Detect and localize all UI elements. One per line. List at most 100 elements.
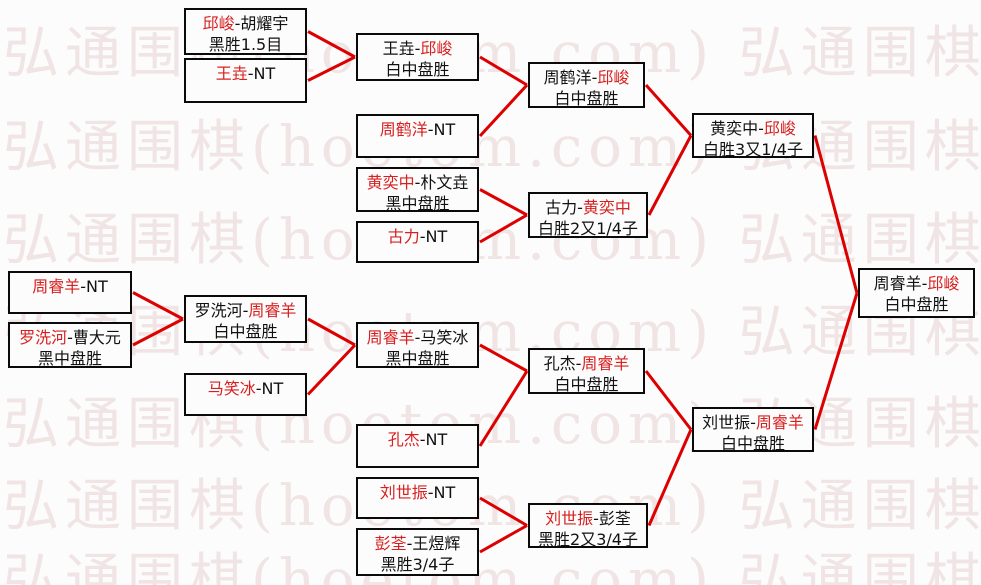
player-name: 黄奕中- (710, 119, 764, 138)
matchup-line: 周睿羊-NT (32, 276, 108, 297)
match-box-zhoury-maxiaobing: 周睿羊-马笑冰黑中盘胜 (356, 322, 479, 368)
player-name: -王煜辉 (406, 534, 461, 553)
matchup-line: 古力-黄奕中 (545, 197, 631, 218)
player-name: -NT (419, 430, 448, 449)
connector-line (647, 134, 693, 216)
matchup-line: 罗洗河-周睿羊 (195, 300, 297, 321)
player-name: -朴文垚 (414, 173, 469, 192)
connector-line (478, 83, 529, 138)
player-name: 周鹤洋- (543, 68, 598, 87)
winner-name: 黄奕中 (582, 198, 631, 217)
matchup-line: 刘世振-NT (380, 482, 456, 503)
player-name: -NT (80, 277, 108, 296)
player-name: -NT (427, 483, 456, 502)
matchup-line: 黄奕中-邱峻 (710, 118, 796, 139)
matchup-line: 黄奕中-朴文垚 (367, 172, 469, 193)
match-box-liusz-pengquan: 刘世振-彭荃黑胜2又3/4子 (528, 503, 648, 549)
connector-line (307, 30, 356, 59)
matchup-line: 彭荃-王煜辉 (375, 533, 461, 554)
player-name: 刘世振- (702, 413, 756, 432)
connector-line (647, 428, 693, 527)
connector-line (132, 317, 184, 347)
match-box-liushizhen-nt: 刘世振-NT (356, 477, 479, 519)
player-name: -马笑冰 (414, 328, 469, 347)
winner-name: 黄奕中 (366, 173, 415, 192)
winner-name: 周睿羊 (755, 413, 804, 432)
player-name: -NT (255, 379, 284, 398)
player-name: 孔杰- (543, 354, 582, 373)
matchup-line: 王垚-邱峻 (383, 38, 453, 59)
result-text: 黑中盘胜 (385, 349, 450, 368)
match-box-wangyao-qiujun: 王垚-邱峻白中盘胜 (356, 33, 479, 81)
winner-name: 邱峻 (420, 39, 453, 58)
connector-line (479, 188, 528, 217)
connector-line (307, 55, 356, 82)
winner-name: 周睿羊 (366, 328, 415, 347)
match-box-zhouheyang-nt: 周鹤洋-NT (356, 114, 479, 158)
result-text: 白中盘胜 (554, 375, 619, 394)
result-text: 白中盘胜 (720, 434, 785, 453)
player-name: -NT (427, 120, 456, 139)
connector-line (813, 292, 859, 430)
match-box-guli-huangyz: 古力-黄奕中白胜2又1/4子 (528, 192, 648, 238)
connector-line (813, 135, 859, 294)
connector-line (479, 213, 528, 244)
winner-name: 周睿羊 (581, 354, 630, 373)
matchup-line: 罗洗河-曹大元 (19, 327, 121, 348)
player-name: 王垚- (382, 39, 421, 58)
match-box-huangyz-qiujun: 黄奕中-邱峻白胜3又1/4子 (692, 113, 814, 159)
connector-line (132, 291, 184, 321)
winner-name: 邱峻 (927, 274, 960, 293)
matchup-line: 周鹤洋-邱峻 (544, 67, 630, 88)
match-box-maxiaobing-nt: 马笑冰-NT (184, 373, 307, 416)
winner-name: 王垚 (215, 64, 248, 83)
result-text: 黑胜2又3/4子 (538, 530, 638, 549)
match-box-final-zhoury-qiujun: 周睿羊-邱峻白中盘胜 (858, 268, 975, 318)
winner-name: 邱峻 (202, 14, 235, 33)
result-text: 白胜3又1/4子 (703, 140, 803, 159)
player-name: -胡耀宇 (234, 14, 289, 33)
result-text: 白胜2又1/4子 (538, 219, 638, 238)
winner-name: 孔杰 (387, 430, 420, 449)
matchup-line: 周鹤洋-NT (380, 119, 456, 140)
connector-line (644, 370, 693, 431)
player-name: -曹大元 (67, 328, 121, 347)
connector-line (306, 343, 357, 396)
match-box-guli-nt: 古力-NT (356, 221, 479, 263)
result-text: 黑胜3/4子 (380, 555, 455, 574)
winner-name: 周鹤洋 (379, 120, 428, 139)
winner-name: 罗洗河 (19, 328, 68, 347)
winner-name: 邱峻 (763, 119, 796, 138)
winner-name: 邱峻 (597, 68, 630, 87)
result-text: 黑中盘胜 (37, 349, 102, 368)
match-box-pengquan-wangyuhui: 彭荃-王煜辉黑胜3/4子 (356, 528, 479, 576)
connector-line (479, 496, 528, 527)
match-box-zhouruiyang-nt: 周睿羊-NT (8, 271, 132, 314)
winner-name: 刘世振 (545, 509, 594, 528)
match-box-zhouheyang-qiujun: 周鹤洋-邱峻白中盘胜 (528, 62, 645, 108)
result-text: 白中盘胜 (554, 89, 619, 108)
matchup-line: 刘世振-彭荃 (545, 508, 631, 529)
connector-line (479, 343, 528, 373)
connector-line (479, 55, 528, 87)
match-box-liusz-zhoury: 刘世振-周睿羊白中盘胜 (692, 407, 814, 453)
matchup-line: 周睿羊-邱峻 (874, 273, 960, 294)
player-name: -彭荃 (593, 509, 631, 528)
connector-line (644, 84, 693, 137)
player-name: 古力- (545, 198, 583, 217)
winner-name: 刘世振 (379, 483, 428, 502)
matchup-line: 邱峻-胡耀宇 (203, 13, 289, 34)
match-box-luoxihe-zhoury: 罗洗河-周睿羊白中盘胜 (184, 295, 307, 343)
matchup-line: 马笑冰-NT (208, 378, 284, 399)
watermark-text: 弘通围棋(hoetom.com) 弘通围棋(hoetom.com) (3, 21, 981, 86)
match-box-qiujun-huyaoyu: 邱峻-胡耀宇黑胜1.5目 (184, 8, 307, 55)
result-text: 白中盘胜 (884, 295, 949, 314)
matchup-line: 王垚-NT (216, 63, 276, 84)
winner-name: 古力 (387, 227, 420, 246)
player-name: -NT (419, 227, 448, 246)
matchup-line: 古力-NT (388, 226, 448, 247)
winner-name: 马笑冰 (207, 379, 256, 398)
